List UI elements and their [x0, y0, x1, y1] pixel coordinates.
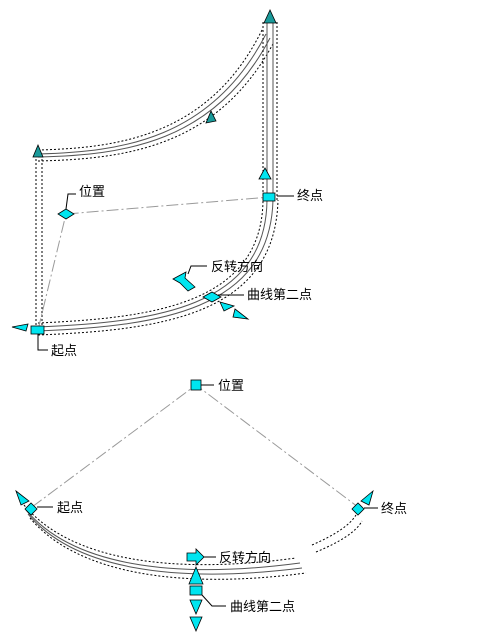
top-end-label: 终点: [297, 188, 323, 204]
top-start-label: 起点: [51, 344, 77, 359]
top-figure: 位置 终点 反转方向 曲线第二点 起点: [11, 9, 323, 359]
top-right-post: [262, 22, 278, 200]
bottom-construction-lines: [31, 384, 359, 508]
top-second-point-arrow-grip-1[interactable]: [219, 301, 236, 312]
top-second-point-arrow-grip-2[interactable]: [232, 308, 250, 320]
bottom-second-point-down-arrow-grip-2[interactable]: [189, 616, 203, 633]
top-position-grip[interactable]: [57, 208, 75, 220]
bottom-figure: 位置 起点 终点 反转方向 曲线第二点: [15, 379, 407, 633]
bottom-grips: [15, 379, 374, 633]
top-leaders: [37, 193, 294, 351]
top-construction-lines: [37, 196, 271, 331]
top-left-post: [35, 155, 43, 330]
top-start-grip[interactable]: [30, 325, 45, 335]
top-mid-curve-grip[interactable]: [205, 110, 217, 124]
bottom-start-label: 起点: [57, 501, 83, 516]
top-second-point-label: 曲线第二点: [247, 288, 312, 303]
bottom-second-point-label: 曲线第二点: [230, 600, 295, 615]
bottom-end-arrow-grip[interactable]: [360, 489, 374, 506]
bottom-second-point-grip[interactable]: [189, 585, 203, 596]
top-second-point-grip[interactable]: [202, 291, 222, 303]
top-left-triangle-grip[interactable]: [32, 143, 44, 158]
bottom-end-label: 终点: [381, 501, 407, 517]
top-end-grip[interactable]: [262, 192, 276, 202]
top-reverse-label: 反转方向: [211, 259, 263, 275]
bottom-end-grip[interactable]: [351, 502, 365, 516]
bottom-reverse-label: 反转方向: [219, 550, 271, 566]
top-grips: [11, 9, 277, 335]
top-upper-curve: [37, 29, 275, 162]
top-start-arrow-grip[interactable]: [11, 323, 29, 332]
bottom-position-grip[interactable]: [190, 379, 202, 391]
bottom-start-grip[interactable]: [24, 502, 38, 516]
bottom-arc: [23, 504, 363, 580]
top-lower-curve: [37, 199, 279, 336]
bottom-second-point-down-arrow-grip-1[interactable]: [189, 599, 203, 616]
top-position-label: 位置: [79, 185, 105, 200]
top-reverse-grip[interactable]: [172, 271, 196, 292]
bottom-reverse-arrow-grip[interactable]: [186, 548, 205, 566]
bottom-start-arrow-grip[interactable]: [15, 489, 30, 506]
top-right-triangle-grip[interactable]: [263, 9, 277, 24]
top-end-up-arrow-grip[interactable]: [258, 167, 272, 180]
bottom-position-label: 位置: [218, 379, 244, 394]
bottom-leaders: [37, 384, 378, 607]
bottom-second-point-up-arrow-grip[interactable]: [188, 565, 204, 585]
